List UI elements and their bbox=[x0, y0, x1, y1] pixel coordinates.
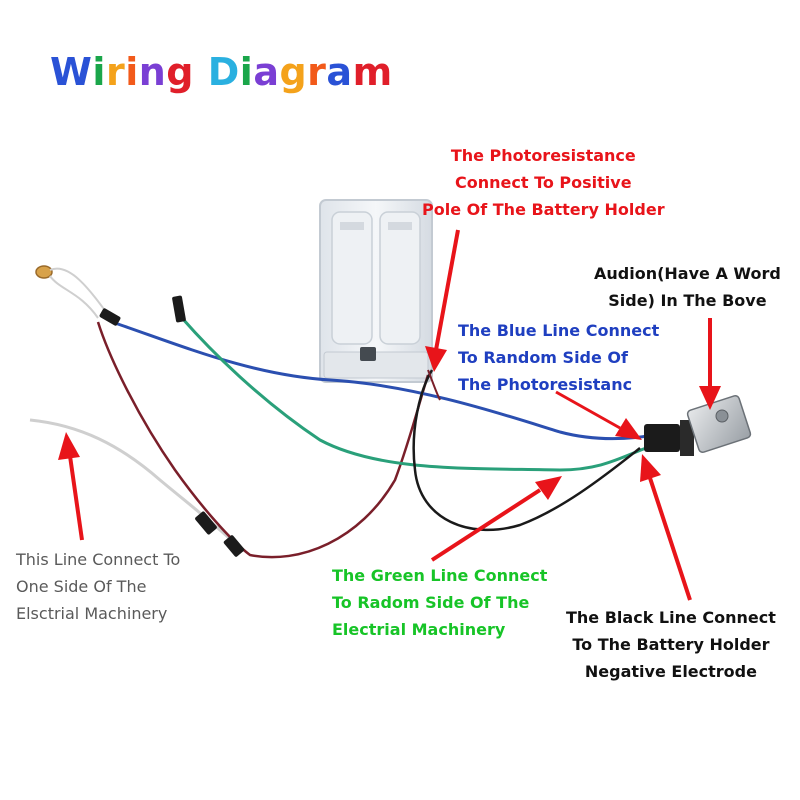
label-line: This Line Connect To bbox=[16, 550, 181, 569]
label-line: One Side Of The bbox=[16, 577, 147, 596]
title-letter: W bbox=[50, 50, 93, 94]
battery-holder bbox=[319, 199, 433, 383]
label-audion: Audion(Have A Word Side) In The Bove bbox=[594, 260, 781, 314]
title-letter: g bbox=[279, 50, 308, 94]
diagram-title: Wiring Diagram bbox=[50, 50, 393, 94]
photoresistor bbox=[35, 265, 113, 321]
title-letter: i bbox=[125, 50, 139, 94]
annotation-arrows bbox=[58, 229, 721, 601]
green-wire bbox=[180, 317, 647, 472]
label-black-line: The Black Line Connect To The Battery Ho… bbox=[566, 604, 776, 685]
label-this-line: This Line Connect To One Side Of The Els… bbox=[16, 546, 180, 627]
blue-wire bbox=[111, 320, 649, 441]
title-space bbox=[194, 50, 208, 94]
label-line: To Random Side Of bbox=[458, 348, 628, 367]
arrow-audion bbox=[699, 318, 721, 410]
switch bbox=[360, 347, 376, 361]
label-line: Connect To Positive bbox=[455, 173, 632, 192]
label-line: To Radom Side Of The bbox=[332, 593, 530, 612]
label-line: Side) In The Bove bbox=[608, 291, 767, 310]
title-letter: r bbox=[105, 50, 126, 94]
label-line: Negative Electrode bbox=[584, 662, 757, 681]
label-line: The Photoresistanc bbox=[458, 375, 633, 394]
label-line: Elsctrial Machinery bbox=[16, 604, 168, 623]
label-photoresistance: The Photoresistance Connect To Positive … bbox=[422, 142, 665, 223]
title-letter: g bbox=[166, 50, 194, 94]
arrow-photoresistance bbox=[425, 229, 460, 372]
label-line: Electrial Machinery bbox=[332, 620, 506, 639]
title-letter: D bbox=[207, 50, 240, 94]
red-wire bbox=[96, 321, 430, 559]
label-line: The Blue Line Connect bbox=[458, 321, 660, 340]
motor-module bbox=[644, 395, 752, 456]
title-letter: n bbox=[138, 50, 167, 94]
arrow-black-line bbox=[640, 454, 692, 601]
label-line: The Green Line Connect bbox=[332, 566, 548, 585]
arrow-blue-line bbox=[555, 390, 642, 440]
pin-connectors bbox=[99, 295, 245, 557]
label-line: The Black Line Connect bbox=[566, 608, 776, 627]
title-letter: a bbox=[326, 50, 353, 94]
black-wire bbox=[412, 369, 641, 532]
title-letter: r bbox=[307, 50, 327, 94]
label-line: Audion(Have A Word bbox=[594, 264, 781, 283]
arrow-green-line bbox=[430, 476, 562, 562]
label-green-line: The Green Line Connect To Radom Side Of … bbox=[332, 562, 547, 643]
arrow-this-line bbox=[58, 432, 84, 541]
title-letter: m bbox=[352, 50, 393, 94]
label-blue-line: The Blue Line Connect To Random Side Of … bbox=[458, 317, 659, 398]
label-line: Pole Of The Battery Holder bbox=[422, 200, 665, 219]
title-letter: i bbox=[92, 50, 106, 94]
title-letter: i bbox=[239, 50, 254, 94]
label-line: To The Battery Holder bbox=[572, 635, 770, 654]
label-line: The Photoresistance bbox=[450, 146, 636, 165]
title-letter: a bbox=[253, 50, 280, 94]
